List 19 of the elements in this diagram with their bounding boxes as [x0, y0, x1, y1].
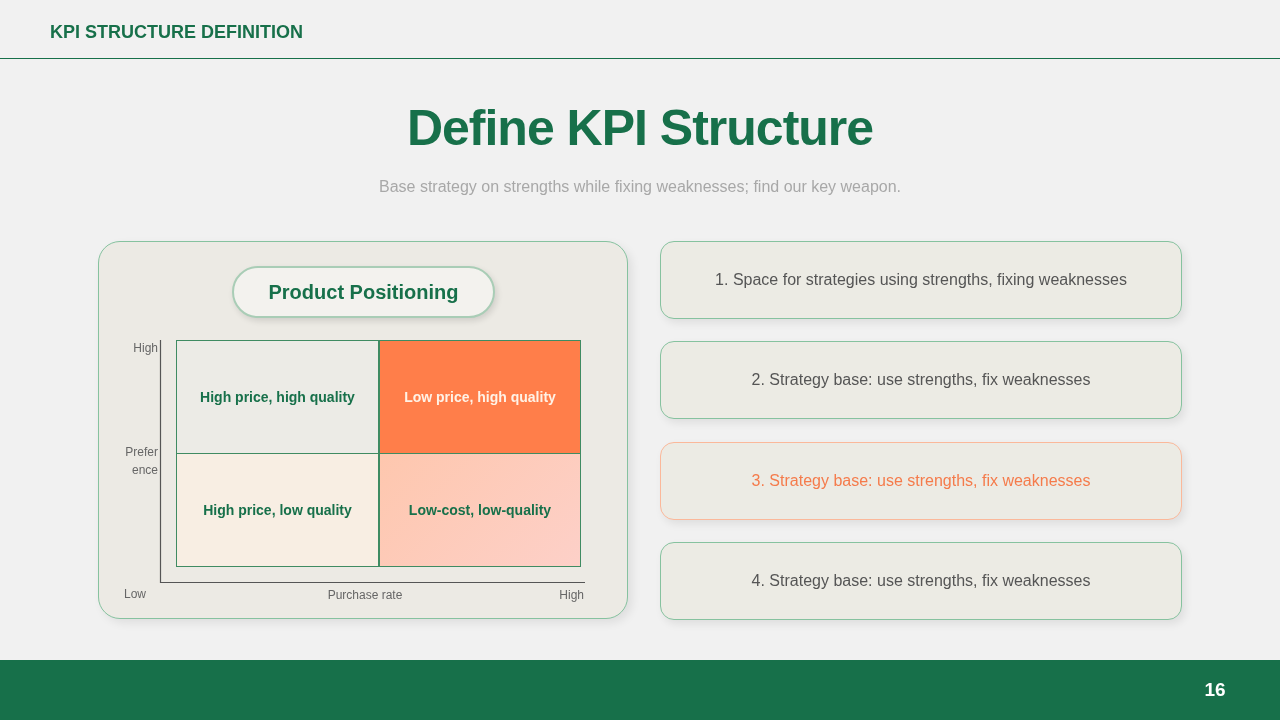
list-card: 1. Space for strategies using strengths, fixing weaknesses: [660, 241, 1182, 319]
axis-title: Preference: [124, 444, 158, 479]
slide-title: Define KPI Structure: [405, 99, 875, 158]
page-number: 16: [1204, 679, 1226, 701]
subtitle: Base strategy on strengths while fixing weaknesses; find our key weapon.: [378, 178, 902, 196]
axis-title: Purchase rate: [327, 588, 403, 602]
highlighted-list-card: 3. Strategy base: use strengths, fix weaknesses: [660, 442, 1182, 520]
quadrant-cell: High price, high quality: [176, 340, 379, 454]
title-pill: Product Positioning: [232, 266, 495, 318]
quadrant-cell: Low price, high quality: [379, 340, 581, 454]
list-card: 2. Strategy base: use strengths, fix weaknesses: [660, 341, 1182, 419]
quadrant-cell: High price, low quality: [176, 453, 379, 567]
panel-card: [98, 241, 628, 619]
axis-label: Low: [124, 587, 146, 601]
axis-label: High: [133, 341, 158, 355]
axis-label: High: [559, 588, 584, 602]
header-title: KPI STRUCTURE DEFINITION: [50, 21, 303, 43]
quadrant-cell: Low-cost, low-quality: [379, 453, 581, 567]
list-card: 4. Strategy base: use strengths, fix weaknesses: [660, 542, 1182, 620]
